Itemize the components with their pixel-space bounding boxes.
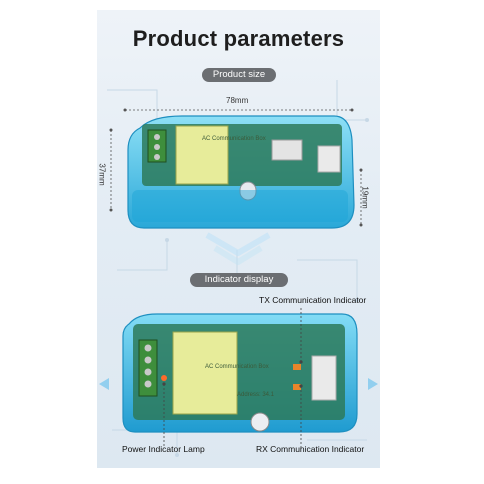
dimension-width: 37mm bbox=[97, 163, 107, 186]
tx-indicator-label: TX Communication Indicator bbox=[259, 295, 367, 305]
dimension-length: 78mm bbox=[226, 96, 249, 105]
device-bottom-box-text: AC Communication Box bbox=[205, 364, 269, 370]
section-pill-size: Product size bbox=[202, 68, 276, 82]
product-panel: Product parameters Product size 78mm 37m… bbox=[97, 10, 380, 468]
dimension-height: 19mm bbox=[360, 186, 370, 209]
page-title: Product parameters bbox=[132, 26, 345, 51]
power-indicator-label: Power Indicator Lamp bbox=[122, 444, 205, 454]
dimension-lines bbox=[109, 108, 363, 227]
device-top-view: AC Communication Box bbox=[127, 115, 355, 229]
device-bottom-view: AC Communication Box Address: 34.1 bbox=[122, 313, 358, 433]
section-pill-indicator: Indicator display bbox=[190, 273, 288, 287]
device-address-text: Address: 34.1 bbox=[237, 392, 275, 398]
indicator-pointers bbox=[99, 308, 378, 448]
rx-indicator-label: RX Communication Indicator bbox=[256, 444, 365, 454]
device-box-text: AC Communication Box bbox=[202, 136, 266, 142]
